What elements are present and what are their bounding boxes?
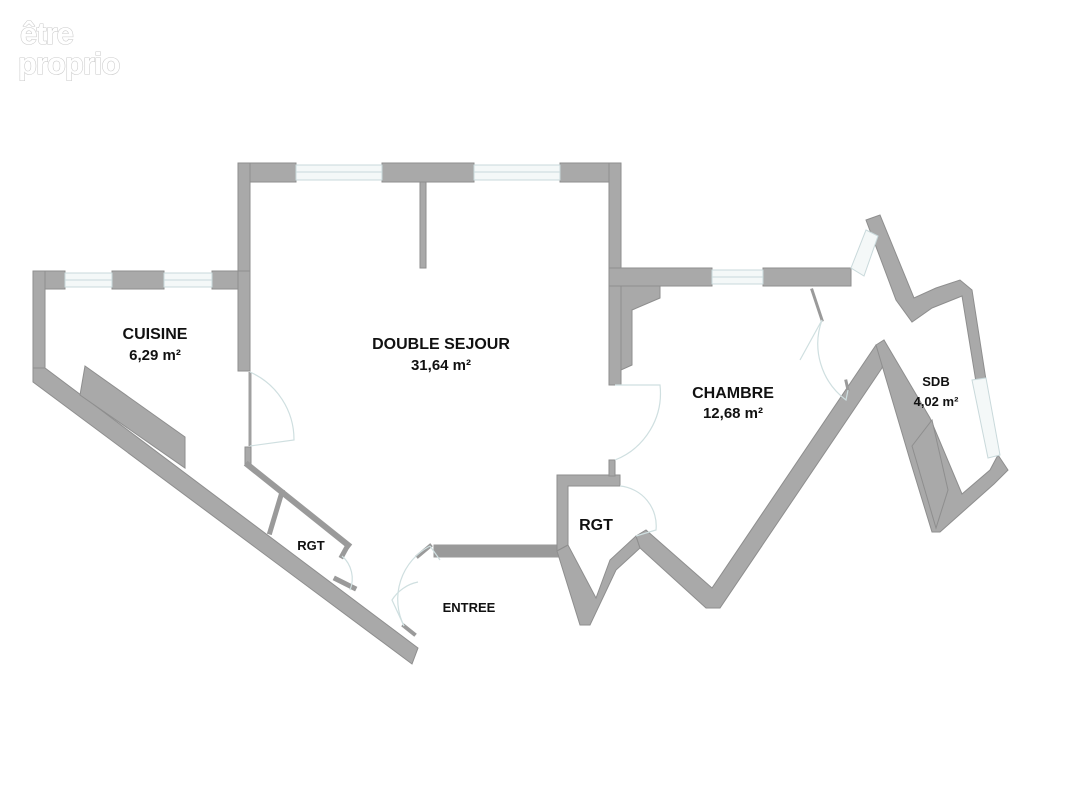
room-name-double-sejour: DOUBLE SEJOUR: [372, 336, 510, 353]
chambre-wall-stub: [844, 379, 850, 392]
window: [971, 377, 1001, 459]
closet-wall: [243, 460, 353, 550]
door-swing: [614, 384, 662, 461]
wall-segment: [237, 162, 251, 274]
door-swing: [397, 545, 431, 627]
door-swing: [249, 371, 295, 447]
wall-segment: [608, 459, 616, 477]
wall-segment: [32, 270, 46, 373]
room-area-double-sejour: 31,64 m²: [411, 357, 471, 374]
closet-wall: [338, 541, 352, 560]
window: [850, 229, 879, 277]
kitchen-counter-block: [79, 365, 186, 469]
room-name-sdb: SDB: [922, 374, 949, 389]
logo-line-1: être: [20, 16, 74, 51]
door-swing: [429, 545, 441, 561]
walls: [32, 162, 1009, 665]
chambre-pillar: [620, 285, 661, 371]
partition-wall: [419, 181, 427, 269]
closet-wall: [556, 535, 641, 626]
room-name-rgt-left: RGT: [297, 538, 325, 553]
entree-wall: [401, 623, 417, 637]
door-swing: [341, 555, 353, 591]
room-area-sdb: 4,02 m²: [914, 394, 959, 409]
windows: [64, 164, 1001, 459]
sdb-thick-wall: [911, 418, 949, 530]
chambre-wall-stub: [810, 288, 824, 322]
door-swing: [619, 485, 657, 537]
room-area-cuisine: 6,29 m²: [129, 347, 181, 364]
logo-line-2: proprio: [18, 46, 120, 81]
closet-wall: [266, 488, 286, 536]
closet-wall: [556, 474, 621, 552]
room-area-chambre: 12,68 m²: [703, 405, 763, 422]
room-labels: CUISINE 6,29 m² DOUBLE SEJOUR 31,64 m² C…: [123, 326, 960, 615]
wall-segment: [762, 267, 852, 287]
room-name-entree: ENTREE: [443, 600, 496, 615]
logo: être proprio: [17, 15, 121, 81]
door-swing: [391, 581, 419, 627]
diagonal-exterior-wall: [32, 367, 419, 665]
door-swing: [799, 319, 823, 361]
wall-segment: [237, 270, 251, 372]
room-name-cuisine: CUISINE: [123, 326, 188, 343]
room-name-chambre: CHAMBRE: [692, 385, 774, 402]
sdb-wall: [875, 339, 1009, 533]
wall-segment: [111, 270, 165, 290]
room-name-rgt-right: RGT: [579, 517, 613, 534]
doors: [248, 319, 849, 627]
door-swing: [817, 319, 849, 402]
wall-segment: [381, 162, 475, 183]
wall-segment: [608, 267, 713, 287]
